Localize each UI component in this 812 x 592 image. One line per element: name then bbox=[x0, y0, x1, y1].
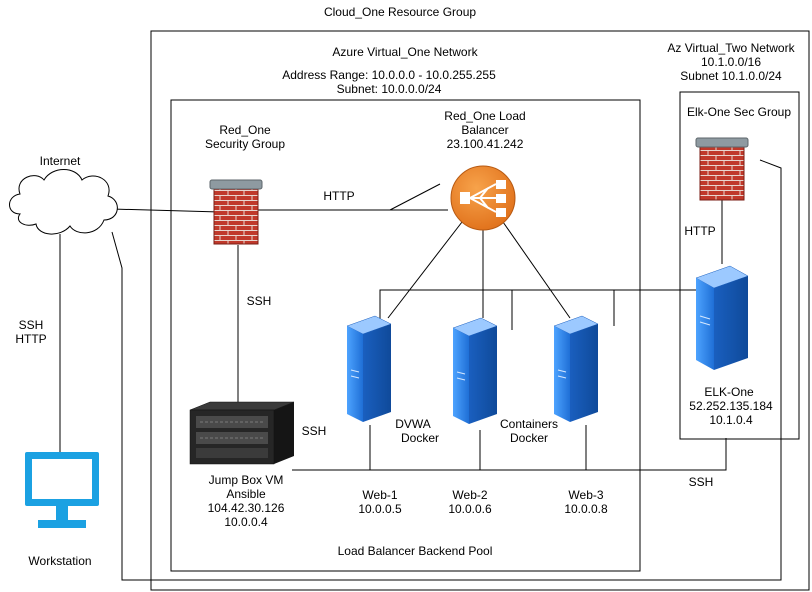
containers-label-line2: Docker bbox=[509, 431, 549, 445]
elk-sec-group-box bbox=[679, 91, 800, 440]
lb-label-line1: Red_One Load bbox=[444, 109, 526, 123]
elk-firewall-icon bbox=[695, 137, 749, 201]
lb-label-line2: Balancer bbox=[461, 123, 509, 137]
elk-name: ELK-One bbox=[704, 385, 754, 399]
ssh-elk-label: SSH bbox=[688, 475, 714, 489]
jumpbox-label-line2: Ansible bbox=[226, 487, 266, 501]
jumpbox-ip1: 104.42.30.126 bbox=[207, 501, 285, 515]
vnet-one-subnet: Subnet: 10.0.0.0/24 bbox=[336, 82, 442, 96]
lb-to-web3-line bbox=[502, 221, 571, 319]
dvwa-label-line2: Docker bbox=[400, 431, 440, 445]
red-sg-label-line1: Red_One bbox=[219, 123, 271, 137]
jumpbox-label-line1: Jump Box VM bbox=[208, 473, 284, 487]
upper-bus-line bbox=[379, 289, 696, 345]
lb-tap-line bbox=[389, 183, 441, 211]
jump-box-server-icon bbox=[189, 401, 295, 465]
azure-vnet-one-box bbox=[150, 30, 810, 591]
server-icon-elk bbox=[695, 265, 749, 370]
vnet-one-title: Azure Virtual_One Network bbox=[332, 45, 478, 59]
server-icon-web3 bbox=[553, 315, 599, 422]
load-balancer-icon bbox=[450, 165, 516, 231]
backend-pool-label: Load Balancer Backend Pool bbox=[337, 544, 493, 558]
lb-ip: 23.100.41.242 bbox=[446, 137, 524, 151]
connection-lines bbox=[59, 159, 782, 581]
ssh-firewall-label: SSH bbox=[246, 294, 272, 308]
backend-pool-box bbox=[170, 99, 641, 572]
web3-name: Web-3 bbox=[568, 488, 604, 502]
vnet-two-title: Az Virtual_Two Network bbox=[667, 41, 795, 55]
elk-ip2: 10.1.0.4 bbox=[709, 413, 753, 427]
dvwa-label-line1: DVWA bbox=[395, 417, 431, 431]
web2-ip: 10.0.0.6 bbox=[448, 502, 492, 516]
workstation-label: Workstation bbox=[28, 554, 92, 568]
vnet-two-address: 10.1.0.0/16 bbox=[700, 55, 762, 69]
ssh-http-label-line2: HTTP bbox=[15, 332, 47, 346]
elk-sec-group-label: Elk-One Sec Group bbox=[686, 105, 792, 119]
http-main-label: HTTP bbox=[323, 189, 355, 203]
lb-to-web1-line bbox=[387, 221, 463, 319]
elk-ip1: 52.252.135.184 bbox=[689, 399, 773, 413]
monitor-icon bbox=[25, 452, 99, 528]
ssh-jump-label: SSH bbox=[301, 424, 327, 438]
internet-to-outer-line bbox=[111, 159, 782, 581]
jumpbox-ip2: 10.0.0.4 bbox=[224, 515, 268, 529]
jumpbox-to-elk-line bbox=[292, 438, 727, 471]
internet-to-firewall-line bbox=[111, 208, 221, 213]
cloud-icon bbox=[9, 169, 118, 235]
web2-name: Web-2 bbox=[452, 488, 488, 502]
containers-label-line1: Containers bbox=[499, 417, 559, 431]
resource-group-label: Cloud_One Resource Group bbox=[323, 5, 477, 19]
web1-name: Web-1 bbox=[362, 488, 398, 502]
firewall-icon bbox=[209, 179, 263, 245]
vnet-two-subnet: Subnet 10.1.0.0/24 bbox=[680, 69, 782, 83]
ssh-http-label-line1: SSH bbox=[18, 318, 44, 332]
server-icon-web2 bbox=[452, 317, 498, 424]
red-sg-label-line2: Security Group bbox=[204, 137, 286, 151]
server-icon-web1 bbox=[346, 315, 392, 422]
internet-label: Internet bbox=[39, 154, 81, 168]
web3-ip: 10.0.0.8 bbox=[564, 502, 608, 516]
web1-ip: 10.0.0.5 bbox=[358, 502, 402, 516]
http-elk-label: HTTP bbox=[684, 224, 716, 238]
vnet-one-address-range: Address Range: 10.0.0.0 - 10.0.255.255 bbox=[282, 68, 496, 82]
